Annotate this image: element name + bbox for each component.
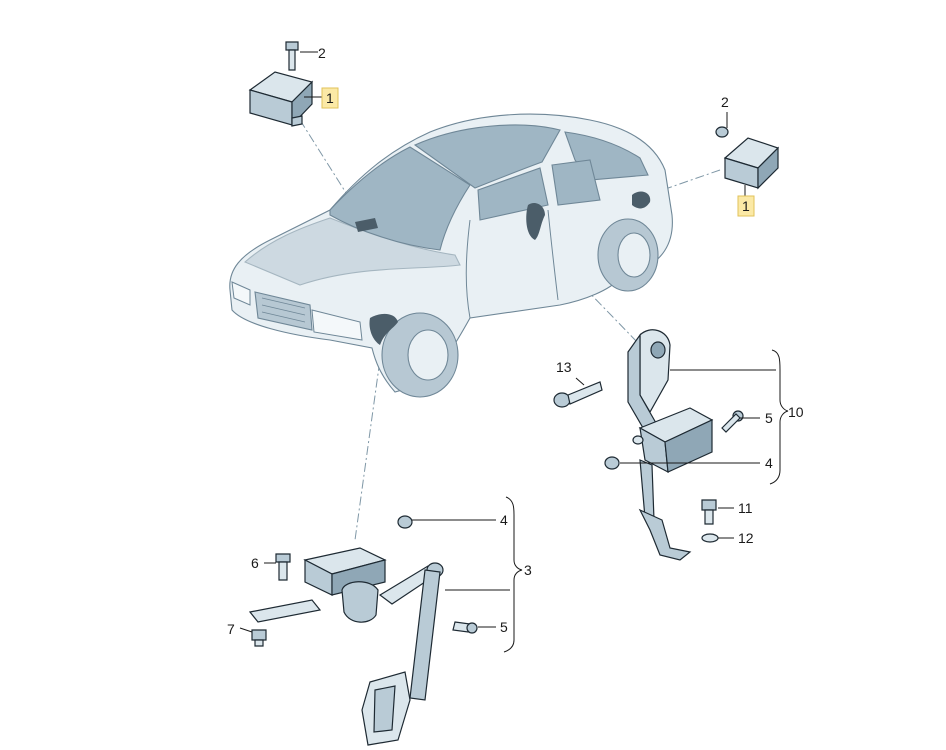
rear-bolt-11 xyxy=(701,499,717,525)
rear-bolt-5 xyxy=(721,410,744,433)
callouts: 2 1 2 1 13 5 10 4 11 12 4 3 6 7 5 xyxy=(227,45,804,637)
control-module-right xyxy=(723,137,780,190)
rear-bolt-13 xyxy=(553,381,603,408)
callout-rear-bolt: 13 xyxy=(556,359,572,375)
callout-rear-bolt-small: 5 xyxy=(765,410,773,426)
callout-rear-washer: 12 xyxy=(738,530,754,546)
rear-nut-4 xyxy=(604,435,644,470)
callout-ecu-left-bolt: 2 xyxy=(318,45,326,61)
callout-ecu-right-highlight xyxy=(737,195,755,217)
control-module-left xyxy=(248,71,314,127)
rear-level-sensor xyxy=(627,329,714,561)
car-illustration xyxy=(229,113,673,398)
front-bolt-7 xyxy=(251,629,267,647)
callout-ecu-right-nut: 2 xyxy=(721,94,729,110)
front-bolt-6 xyxy=(275,553,291,581)
callout-front-bolt-top: 6 xyxy=(251,555,259,571)
callout-rear-bracket-bolt: 11 xyxy=(738,500,753,516)
callout-front-assembly: 3 xyxy=(524,562,532,578)
nut-right-module xyxy=(715,126,729,138)
callout-rear-nut: 4 xyxy=(765,455,773,471)
callout-front-bolt-right: 5 xyxy=(500,619,508,635)
front-nut-4 xyxy=(397,515,413,529)
rear-washer-12 xyxy=(701,533,719,543)
callout-ecu-left: 1 xyxy=(326,90,334,106)
callout-front-nut: 4 xyxy=(500,512,508,528)
callout-front-bolt-bottom: 7 xyxy=(227,621,235,637)
callout-ecu-right: 1 xyxy=(742,198,750,214)
front-bolt-5 xyxy=(452,621,478,634)
callout-ecu-left-highlight xyxy=(321,87,339,109)
callout-rear-assembly: 10 xyxy=(788,404,804,420)
bolt-left-module xyxy=(285,41,299,71)
leader-lines xyxy=(239,51,789,653)
front-level-sensor xyxy=(248,547,444,746)
